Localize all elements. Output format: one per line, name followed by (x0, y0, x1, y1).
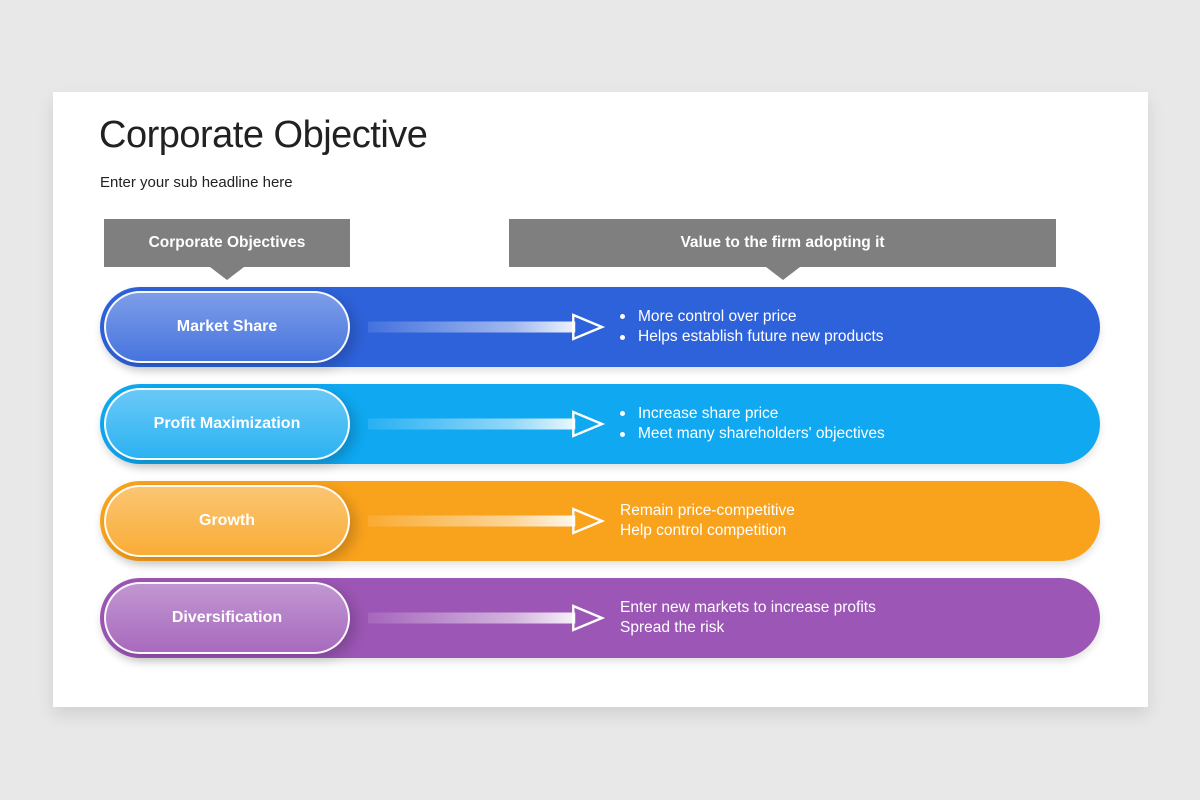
list-item: Enter new markets to increase profits (620, 598, 876, 619)
bullet-icon (620, 431, 625, 437)
right-arrow-icon (368, 313, 606, 341)
objective-pill[interactable]: Growth (104, 485, 350, 557)
objective-label: Profit Maximization (153, 415, 301, 432)
list-item-text: Increase share price (638, 404, 779, 422)
value-list: Increase share price Meet many sharehold… (620, 384, 885, 464)
list-item-text: Enter new markets to increase profits (620, 598, 876, 616)
objective-label: Market Share (176, 318, 278, 335)
row-market-share: Market Share More control over price Hel… (100, 287, 1100, 367)
right-arrow-icon (368, 604, 606, 632)
column-header-corporate-objectives[interactable]: Corporate Objectives (104, 219, 350, 280)
bullet-icon (620, 411, 625, 417)
right-arrow-icon (368, 507, 606, 535)
list-item: Helps establish future new products (620, 327, 884, 348)
list-item-text: Meet many shareholders' objectives (638, 425, 885, 442)
list-item: Help control competition (620, 521, 795, 542)
bullet-icon (620, 334, 625, 340)
pointer-down-icon (765, 267, 800, 280)
list-item-text: More control over price (638, 307, 797, 325)
list-item-text: Remain price-competitive (620, 501, 795, 519)
value-list: Enter new markets to increase profits Sp… (620, 578, 876, 658)
column-header-label: Value to the firm adopting it (680, 234, 885, 251)
right-arrow-icon (368, 410, 606, 438)
column-header-value-to-firm[interactable]: Value to the firm adopting it (509, 219, 1056, 280)
column-header-label: Corporate Objectives (148, 234, 306, 251)
objective-label: Diversification (171, 609, 283, 626)
list-item-text: Spread the risk (620, 619, 725, 636)
bullet-icon (620, 314, 625, 320)
list-item: Increase share price (620, 404, 885, 425)
objective-pill[interactable]: Diversification (104, 582, 350, 654)
objective-rows: Market Share More control over price Hel… (100, 287, 1100, 675)
row-diversification: Diversification Enter new markets to inc… (100, 578, 1100, 658)
list-item: Remain price-competitive (620, 501, 795, 522)
row-growth: Growth Remain price-competitive Help con… (100, 481, 1100, 561)
pointer-down-icon (210, 267, 244, 280)
list-item: More control over price (620, 307, 884, 328)
list-item-text: Helps establish future new products (638, 328, 884, 345)
objective-pill[interactable]: Market Share (104, 291, 350, 363)
slide-card: Corporate Objective Enter your sub headl… (53, 92, 1148, 707)
page-title: Corporate Objective (99, 114, 428, 156)
list-item: Spread the risk (620, 618, 876, 639)
list-item: Meet many shareholders' objectives (620, 424, 885, 445)
list-item-text: Help control competition (620, 522, 787, 539)
objective-label: Growth (199, 512, 255, 529)
page-subtitle: Enter your sub headline here (100, 174, 293, 191)
row-profit-maximization: Profit Maximization Increase share price… (100, 384, 1100, 464)
objective-pill[interactable]: Profit Maximization (104, 388, 350, 460)
value-list: More control over price Helps establish … (620, 287, 884, 367)
value-list: Remain price-competitive Help control co… (620, 481, 795, 561)
